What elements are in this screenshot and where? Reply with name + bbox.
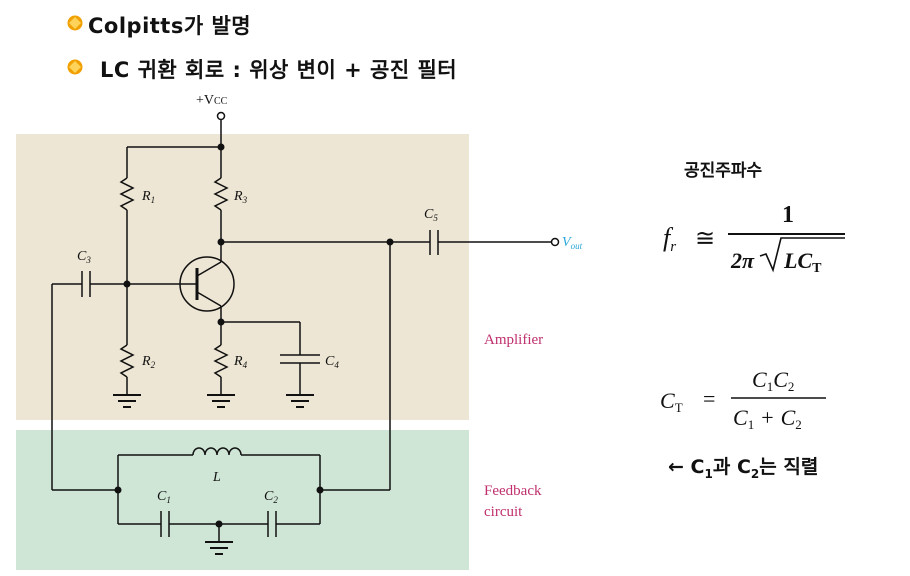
- fr-numerator: 1: [782, 202, 794, 228]
- r2-label: R2: [141, 354, 156, 370]
- inductor-label: L: [212, 470, 221, 485]
- vout-label: Vout: [562, 235, 583, 251]
- amplifier-label: Amplifier: [484, 332, 543, 348]
- diamond-bullet-icon: [66, 14, 88, 36]
- diamond-bullet-icon: [66, 58, 100, 80]
- lc-term: LCT: [783, 248, 822, 276]
- ct-denominator: C1+C2: [733, 405, 802, 432]
- amplifier-region: [16, 134, 469, 420]
- vout-terminal: [550, 237, 560, 247]
- sqrt-sign: [759, 237, 845, 273]
- bullet-text-2: LC 귀환 회로 : 위상 변이 + 공진 필터: [100, 58, 458, 82]
- r1-label: R1: [141, 189, 155, 205]
- series-connection-note: ← C1과 C2는 직렬: [668, 452, 818, 481]
- note-c1-sub: 1: [704, 466, 713, 481]
- note-c1: C: [690, 456, 705, 478]
- vcc-label: +VCC: [196, 93, 228, 108]
- bullet-item-1: Colpitts가 발명: [66, 10, 251, 40]
- resistor-r1: [119, 177, 135, 211]
- c2-label: C2: [264, 489, 278, 505]
- resonance-formula: fr ≅ 1 2π LCT: [663, 202, 845, 276]
- feedback-label-line1: Feedback: [484, 483, 542, 499]
- c1-label: C1: [157, 489, 171, 505]
- note-c2: C: [736, 456, 751, 478]
- vcc-terminal: [216, 111, 226, 121]
- left-arrow-icon: ←: [668, 456, 684, 478]
- resistor-r4: [213, 344, 229, 378]
- feedback-region: [16, 430, 469, 570]
- note-end: 는 직렬: [759, 456, 819, 478]
- two-pi: 2π: [730, 248, 755, 273]
- r4-label: R4: [233, 354, 248, 370]
- fr-lhs: fr: [663, 223, 676, 255]
- ct-equals: =: [703, 386, 715, 411]
- ct-lhs: CT: [660, 388, 683, 415]
- approx-symbol: ≅: [695, 226, 715, 252]
- bullet-item-2: LC 귀환 회로 : 위상 변이 + 공진 필터: [66, 54, 457, 84]
- ct-numerator: C1C2: [752, 367, 794, 394]
- inductor-l: [192, 447, 242, 456]
- resistor-r3: [213, 177, 229, 211]
- bullet-text-1: Colpitts가 발명: [88, 14, 252, 38]
- series-capacitance-formula: CT = C1C2 C1+C2: [660, 367, 826, 432]
- c5-label: C5: [424, 207, 438, 223]
- ground-icon: [113, 394, 314, 555]
- note-mid: 과: [712, 456, 737, 478]
- c3-label: C3: [77, 249, 91, 265]
- note-c2-sub: 2: [750, 466, 760, 481]
- c4-label: C4: [325, 354, 339, 370]
- resonance-frequency-title: 공진주파수: [684, 161, 763, 181]
- junction-dots: [114, 143, 394, 528]
- feedback-label-line2: circuit: [484, 504, 523, 520]
- resistor-r2: [119, 344, 135, 378]
- r3-label: R3: [233, 189, 248, 205]
